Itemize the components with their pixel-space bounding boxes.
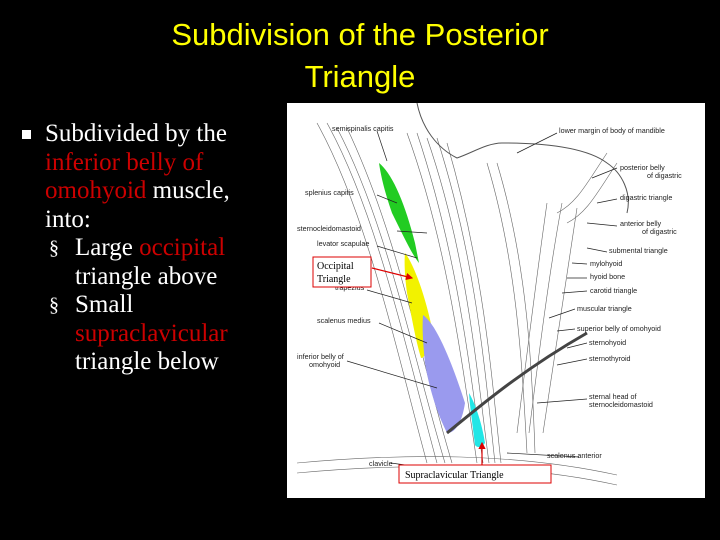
neck-anatomy-illustration: semispinalis capitis splenius capitis st… <box>287 103 705 498</box>
label-hyoid-bone: hyoid bone <box>590 272 625 281</box>
sub1-text: Large <box>75 234 139 261</box>
label-digastric-triangle: digastric triangle <box>620 193 672 202</box>
label-levator-scapulae: levator scapulae <box>317 239 369 248</box>
neck-triangles-figure: semispinalis capitis splenius capitis st… <box>287 103 705 498</box>
label-semispinalis-capitis: semispinalis capitis <box>332 124 394 133</box>
label-sternocleidomastoid: sternocleidomastoid <box>297 224 361 233</box>
neck-muscle-shading <box>297 123 617 485</box>
label-mandible: lower margin of body of mandible <box>559 126 665 135</box>
sub2-line-3: triangle below <box>75 348 288 377</box>
label-sternothyroid: sternothyroid <box>589 354 631 363</box>
label-scalenus-medius: scalenus medius <box>317 316 371 325</box>
label-posterior-belly-2: of digastric <box>647 171 682 180</box>
sub1-highlight: occipital <box>139 234 225 261</box>
label-clavicle: clavicle <box>369 459 393 468</box>
bullet-highlight-omohyoid: omohyoid <box>45 177 146 204</box>
bullet-text-muscle: muscle, <box>146 177 229 204</box>
occipital-region-lavender <box>423 315 465 433</box>
bullet-main: Subdivided by the inferior belly of omoh… <box>20 120 288 234</box>
sub-bullet-large: § Large occipital triangle above <box>45 234 288 291</box>
label-superior-belly-omohyoid: superior belly of omohyoid <box>577 324 661 333</box>
bullet-list: Subdivided by the inferior belly of omoh… <box>20 120 288 377</box>
label-sternal-head-2: sternocleidomastoid <box>589 400 653 409</box>
label-occipital-1: Occipital <box>317 261 354 272</box>
jaw-outline <box>502 143 628 213</box>
sub1-line-2: triangle above <box>75 263 288 292</box>
sub-bullet-marker-icon: § <box>49 234 59 263</box>
label-submental-triangle: submental triangle <box>609 246 668 255</box>
label-anterior-belly-2: of digastric <box>642 227 677 236</box>
slide-title: Subdivision of the Posterior Triangle <box>60 14 660 98</box>
sub-bullet-small: § Small supraclavicular triangle below <box>45 291 288 377</box>
label-supraclavicular: Supraclavicular Triangle <box>405 470 504 481</box>
label-splenius-capitis: splenius capitis <box>305 188 354 197</box>
label-carotid-triangle: carotid triangle <box>590 286 637 295</box>
bullet-line-3: omohyoid muscle, <box>45 177 288 206</box>
bullet-line-2: inferior belly of <box>45 149 288 178</box>
sub1-line-1: Large occipital <box>75 234 288 263</box>
sub2-line-1: Small <box>75 291 288 320</box>
title-line-1: Subdivision of the Posterior <box>60 14 660 56</box>
omohyoid-muscle <box>447 333 587 433</box>
label-muscular-triangle: muscular triangle <box>577 304 632 313</box>
label-omohyoid-line2: omohyoid <box>309 360 340 369</box>
bullet-line-4: into: <box>45 206 288 235</box>
supraclavicular-region-cyan <box>469 393 485 447</box>
title-line-2: Triangle <box>60 56 660 98</box>
sub-bullet-marker-icon: § <box>49 291 59 320</box>
label-mylohyoid: mylohyoid <box>590 259 622 268</box>
label-sternohyoid: sternohyoid <box>589 338 626 347</box>
bullet-line-1: Subdivided by the <box>45 120 288 149</box>
label-occipital-2: Triangle <box>317 274 351 285</box>
label-scalenus-anterior: scalenus anterior <box>547 451 602 460</box>
head-outline <box>417 103 502 158</box>
sub2-line-2: supraclavicular <box>75 320 288 349</box>
square-bullet-icon <box>22 130 31 139</box>
